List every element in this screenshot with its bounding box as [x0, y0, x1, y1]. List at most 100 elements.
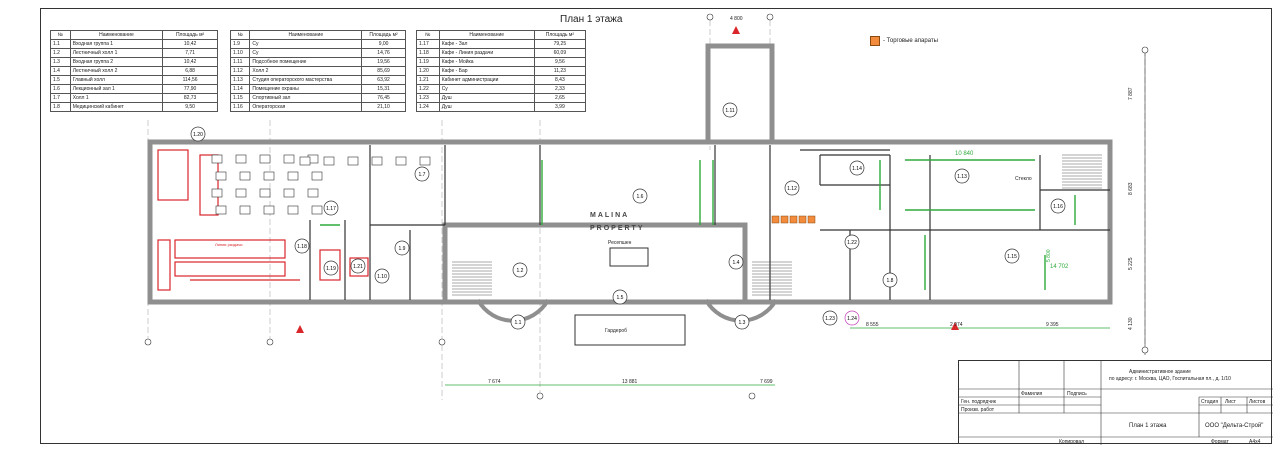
dimension-texts: 4 800 7 887 8 683 5 225 4 130 7 674 13 8… — [215, 16, 1134, 385]
outer-walls — [147, 43, 1113, 305]
reception-label: Ресепшен — [608, 240, 632, 246]
stamp-format-label: Формат — [1211, 439, 1229, 445]
dim-bottom-1: 7 674 — [488, 379, 501, 385]
room-label-1-6: 1.6 — [632, 188, 648, 204]
serving-line-label: Линия раздачи — [215, 242, 243, 247]
svg-text:1.13: 1.13 — [957, 174, 967, 180]
cafe-table — [215, 205, 227, 215]
room-label-1-3: 1.3 — [734, 314, 750, 330]
svg-text:1.5: 1.5 — [617, 295, 624, 301]
svg-text:1.11: 1.11 — [725, 108, 735, 114]
room-label-1-12: 1.12 — [784, 180, 800, 196]
svg-text:1.24: 1.24 — [847, 316, 857, 322]
green-partitions — [320, 159, 1076, 290]
svg-text:1.17: 1.17 — [326, 206, 336, 212]
hall-table — [395, 156, 407, 166]
cafe-table — [311, 171, 323, 181]
hall-table — [323, 156, 335, 166]
stamp-signature: Подпись — [1067, 391, 1087, 397]
dim-r3: 9 395 — [1046, 322, 1059, 328]
vending-legend-text: - Торговые апараты — [883, 38, 938, 44]
cafe-table — [283, 154, 295, 164]
room-labels: 1.1 1.2 1.3 1.4 1.5 1.6 1.7 1.8 1.9 1.10 1.11 1.12 1… — [190, 102, 1066, 330]
dim-d3: 5 800 — [1046, 249, 1052, 262]
svg-text:1.3: 1.3 — [739, 320, 746, 326]
stamp-sheet-name: План 1 этажа — [1129, 423, 1167, 429]
cafe-table — [307, 188, 319, 198]
cafe-table — [287, 205, 299, 215]
room-label-1-17: 1.17 — [323, 200, 339, 216]
dim-r1: 8 555 — [866, 322, 879, 328]
room-label-1-2: 1.2 — [512, 262, 528, 278]
cafe-table — [263, 171, 275, 181]
dim-right-3: 5 225 — [1128, 257, 1134, 270]
room-label-1-10: 1.10 — [374, 268, 390, 284]
cafe-table — [215, 171, 227, 181]
dim-bottom-2: 13 881 — [622, 379, 638, 385]
table-cell: 21,10 — [361, 102, 406, 112]
svg-text:1.1: 1.1 — [515, 320, 522, 326]
svg-text:1.23: 1.23 — [825, 316, 835, 322]
stamp-surname: Фамилия — [1021, 391, 1043, 397]
cafe-table — [235, 188, 247, 198]
room-label-1-22: 1.22 — [844, 234, 860, 250]
stamp-copied: Копировал — [1059, 439, 1085, 445]
cafe-table — [283, 188, 295, 198]
svg-text:1.19: 1.19 — [326, 266, 336, 272]
hall-table — [419, 156, 431, 166]
svg-text:1.12: 1.12 — [787, 186, 797, 192]
cafe-table — [259, 188, 271, 198]
cafe-table — [311, 205, 323, 215]
svg-text:1.2: 1.2 — [517, 268, 524, 274]
grid-bubbles — [144, 13, 1149, 400]
room-label-1-23: 1.23 — [822, 310, 838, 326]
cafe-table — [211, 154, 223, 164]
room-label-1-15: 1.15 — [1004, 248, 1020, 264]
svg-text:1.20: 1.20 — [193, 132, 203, 138]
hall-table — [299, 156, 311, 166]
room-label-1-24: 1.24 — [844, 310, 860, 326]
room-label-1-4: 1.4 — [728, 254, 744, 270]
room-label-1-21: 1.21 — [350, 258, 366, 274]
room-label-1-9: 1.9 — [394, 240, 410, 256]
wardrobe-label: Гардероб — [605, 328, 627, 334]
svg-text:1.15: 1.15 — [1007, 254, 1017, 260]
title-block-grid — [959, 361, 1273, 445]
svg-text:1.9: 1.9 — [399, 246, 406, 252]
plan-title: План 1 этажа — [560, 14, 623, 25]
table-cell: 1.16 — [229, 102, 251, 112]
svg-text:1.8: 1.8 — [887, 278, 894, 284]
dim-d2: 10 840 — [955, 151, 974, 157]
cafe-table — [259, 154, 271, 164]
room-label-1-11: 1.11 — [722, 102, 738, 118]
cafe-table — [263, 205, 275, 215]
dim-right-1: 7 887 — [1128, 87, 1134, 100]
cafe-equipment — [157, 149, 369, 291]
stairs — [452, 154, 1102, 296]
dim-r2: 2 974 — [950, 322, 963, 328]
stamp-address-1: Административное здание — [1129, 369, 1191, 375]
watermark-top: MALINA — [590, 212, 630, 219]
table-cell: 9,50 — [162, 102, 218, 112]
stamp-company: ООО "Дельта-Строй" — [1205, 423, 1264, 429]
stamp-works: Произв. работ — [961, 407, 995, 413]
dim-right-2: 8 683 — [1128, 182, 1134, 195]
svg-text:1.7: 1.7 — [419, 172, 426, 178]
dim-top: 4 800 — [730, 16, 743, 22]
svg-text:1.22: 1.22 — [847, 240, 857, 246]
dim-right-4: 4 130 — [1128, 317, 1134, 330]
dim-bottom-3: 7 699 — [760, 379, 773, 385]
entry-markers — [296, 26, 959, 333]
svg-text:1.14: 1.14 — [852, 166, 862, 172]
room-label-1-20: 1.20 — [190, 126, 206, 142]
hall-table — [371, 156, 383, 166]
dim-d1: 14 702 — [1050, 264, 1069, 270]
